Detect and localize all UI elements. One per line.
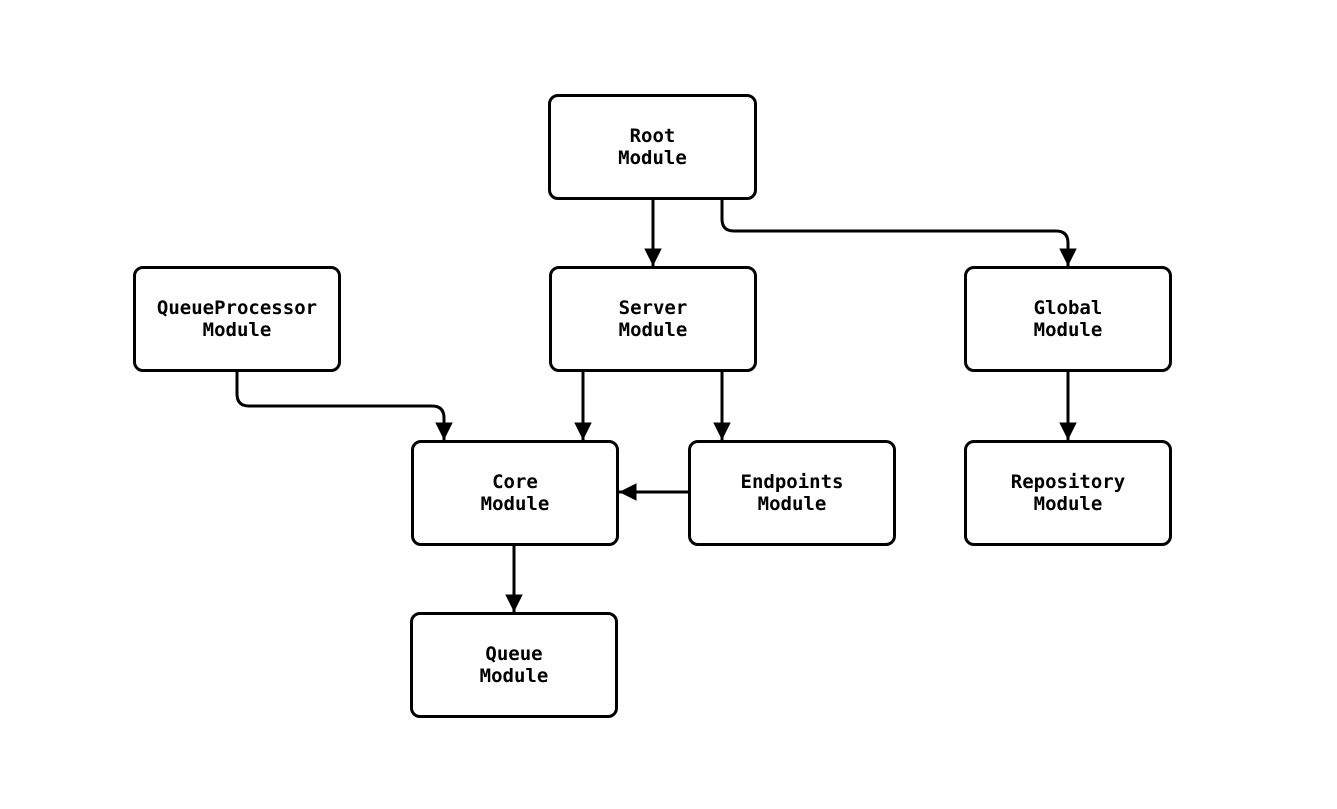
edge-queueprocessor-to-core: [235, 372, 453, 440]
node-label-line: Module: [1033, 493, 1103, 515]
node-label-line: Queue: [485, 643, 543, 665]
node-label-line: Global: [1033, 297, 1103, 319]
node-label-line: Repository: [1010, 471, 1126, 493]
node-label-line: Server: [618, 297, 688, 319]
node-label-line: Module: [202, 319, 272, 341]
node-label-line: QueueProcessor: [156, 297, 318, 319]
node-label-line: Module: [479, 665, 549, 687]
node-label-line: Module: [480, 493, 550, 515]
edge-root-to-global: [720, 200, 1077, 266]
node-label-line: Module: [757, 493, 827, 515]
node-label-line: Module: [618, 319, 688, 341]
edges-layer: [235, 200, 1077, 612]
node-label-line: Root: [629, 125, 676, 147]
node-label-line: Core: [492, 471, 538, 493]
node-label-line: Module: [618, 147, 687, 169]
node-label-line: Module: [1033, 319, 1103, 341]
node-label-line: Endpoints: [740, 471, 844, 493]
